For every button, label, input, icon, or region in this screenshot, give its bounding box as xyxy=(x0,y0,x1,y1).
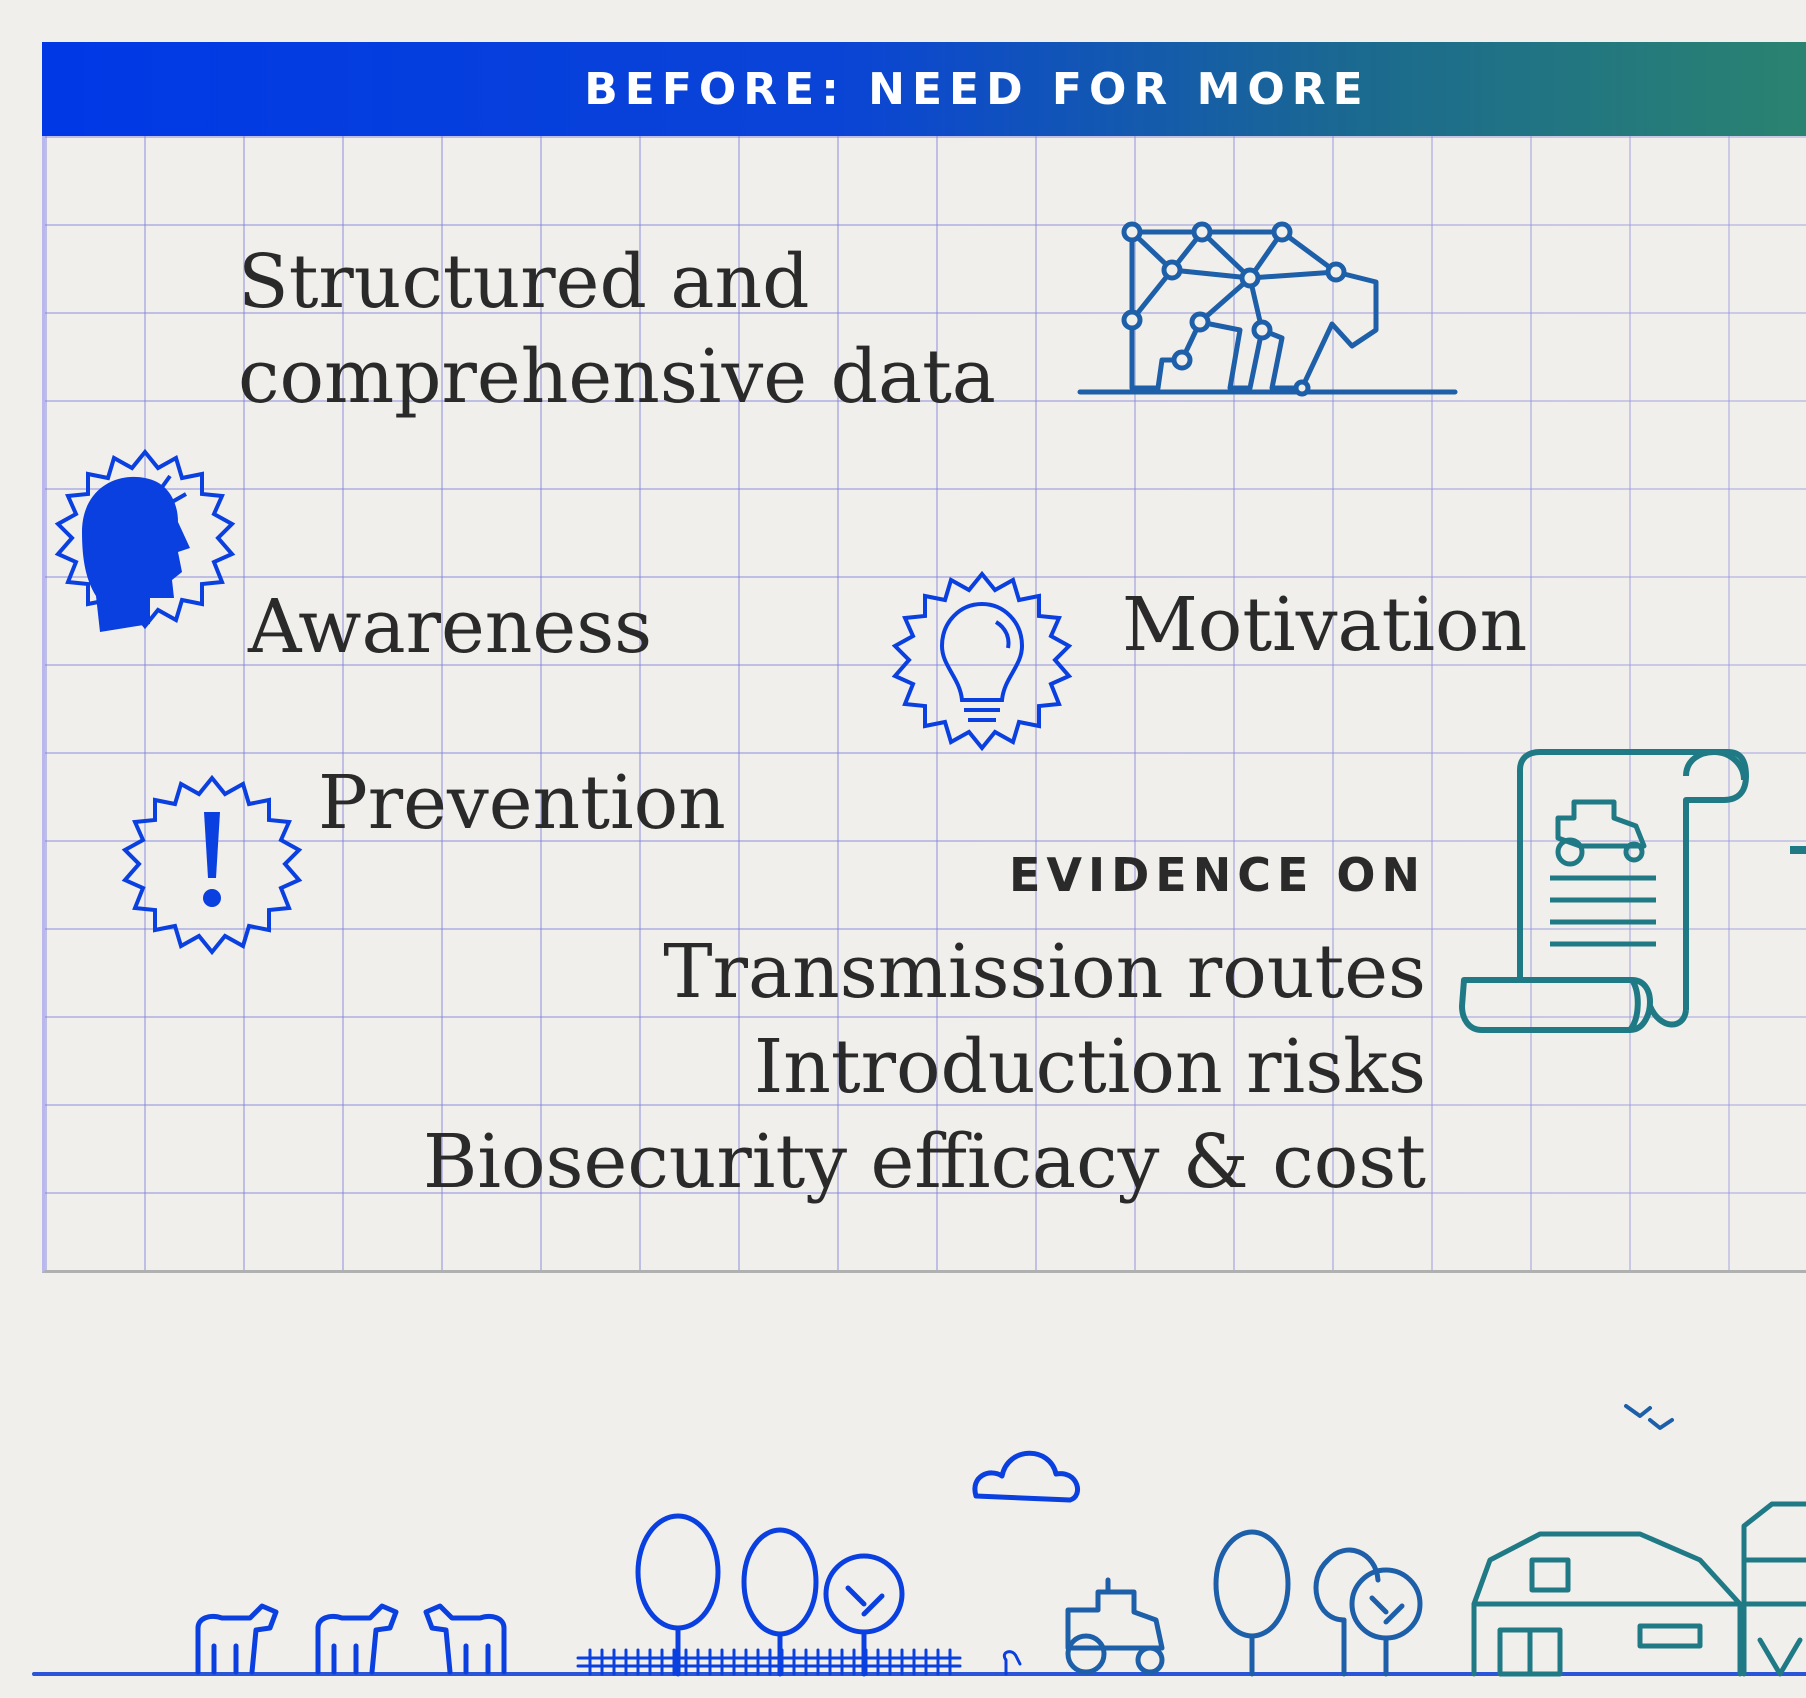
chicken-icon xyxy=(1002,1650,1022,1676)
evidence-line-2: Introduction risks xyxy=(754,1024,1426,1110)
grid-background xyxy=(42,136,1806,1273)
exclamation-icon xyxy=(121,774,303,956)
tree-group-left xyxy=(635,1513,905,1677)
fence-icon xyxy=(576,1648,962,1676)
tractor-icon xyxy=(1065,1577,1165,1675)
prevention-text: Prevention xyxy=(318,760,726,846)
motivation-text: Motivation xyxy=(1122,582,1528,668)
lightbulb-icon xyxy=(891,570,1073,752)
cloud-icon xyxy=(972,1450,1080,1503)
header-banner: BEFORE: NEED FOR MORE xyxy=(42,42,1806,136)
document-tractor-icon xyxy=(1459,749,1749,1033)
cow-data-network-icon xyxy=(1077,221,1458,397)
evidence-heading: EVIDENCE ON xyxy=(1008,848,1426,902)
evidence-line-3: Biosecurity efficacy & cost xyxy=(422,1119,1426,1205)
farm-landscape-icon xyxy=(32,1404,1806,1677)
banner-title: BEFORE: NEED FOR MORE xyxy=(584,63,1370,115)
bird-icon xyxy=(1624,1404,1674,1430)
barn-icon xyxy=(1471,1501,1806,1677)
data-text-line2: comprehensive data xyxy=(238,334,996,420)
awareness-text: Awareness xyxy=(248,584,653,670)
tree-group-right xyxy=(1213,1529,1423,1677)
data-text-line1: Structured and xyxy=(238,239,810,325)
evidence-line-1: Transmission routes xyxy=(663,929,1426,1015)
sheep-icon xyxy=(195,1603,507,1675)
head-awareness-icon xyxy=(54,448,236,632)
